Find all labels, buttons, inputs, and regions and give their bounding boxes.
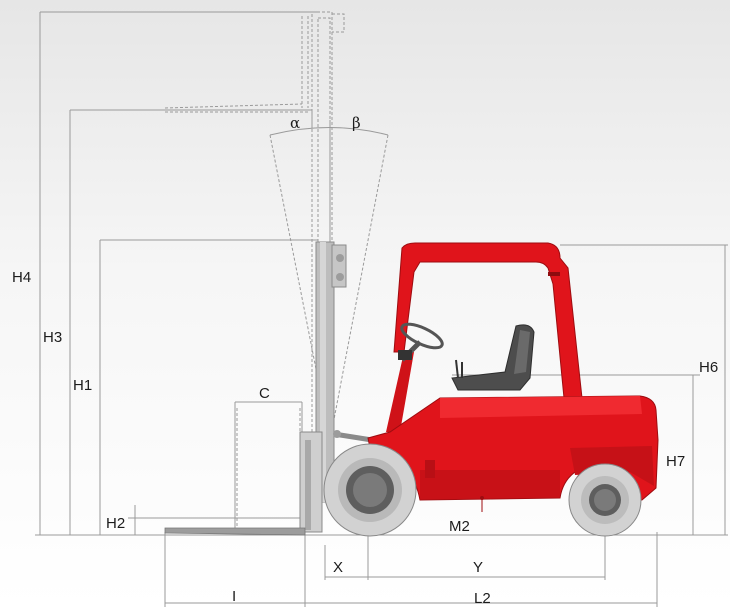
- label-m2: M2: [449, 518, 470, 535]
- forks: [164, 527, 306, 536]
- label-h6: H6: [699, 359, 718, 376]
- label-l2: L2: [474, 590, 491, 607]
- rear-wheel: [568, 463, 642, 537]
- fork-carriage: [299, 431, 323, 533]
- label-alpha: α: [290, 114, 300, 132]
- operator-seat: [451, 324, 535, 391]
- load-outline: [236, 408, 301, 528]
- label-h3: H3: [43, 329, 62, 346]
- label-h4: H4: [12, 269, 31, 286]
- label-i: I: [232, 588, 236, 605]
- center-of-mass-marker: [480, 496, 484, 512]
- front-wheel: [323, 443, 417, 537]
- label-y: Y: [473, 559, 483, 576]
- label-h1: H1: [73, 377, 92, 394]
- label-c: C: [259, 385, 270, 402]
- label-h2: H2: [106, 515, 125, 532]
- tilt-cylinder: [333, 430, 373, 443]
- label-x: X: [333, 559, 343, 576]
- label-beta: β: [352, 114, 361, 132]
- steering-wheel: [398, 322, 444, 362]
- dimension-labels: H4 H3 H1 H2 H6 H7 C α β M2 X Y I L2: [12, 114, 718, 607]
- label-h7: H7: [666, 453, 685, 470]
